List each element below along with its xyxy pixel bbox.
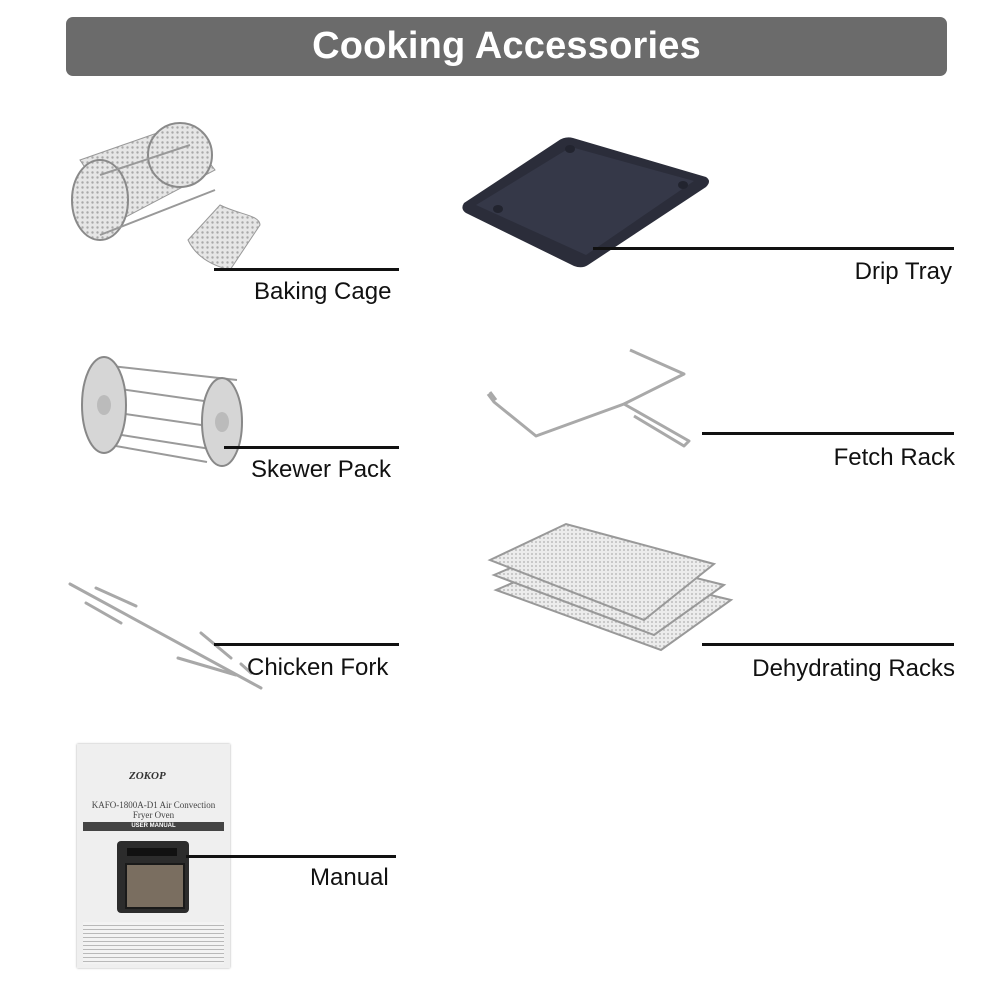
fetch-rack-label: Fetch Rack — [833, 444, 955, 471]
manual-brand-logo: ZOKOP — [129, 770, 166, 782]
drip-tray-label: Drip Tray — [854, 258, 952, 285]
baking-cage-image — [70, 115, 270, 285]
baking-cage-label: Baking Cage — [254, 278, 392, 305]
chicken-fork-image — [66, 578, 266, 693]
manual-title: KAFO-1800A-D1 Air Convection Fryer Oven — [91, 800, 216, 820]
manual-label: Manual — [310, 864, 389, 891]
skewer-pack-leader-line — [224, 446, 399, 449]
fetch-rack-image — [484, 346, 694, 451]
manual-leader-line — [186, 855, 396, 858]
dehydrating-racks-leader-line — [702, 643, 954, 646]
baking-cage-leader-line — [214, 268, 399, 271]
fetch-rack-leader-line — [702, 432, 954, 435]
page-title: Cooking Accessories — [312, 25, 701, 67]
skewer-pack-image — [72, 350, 247, 470]
manual-subtitle: USER MANUAL — [83, 822, 224, 831]
user-manual-image: ZOKOP KAFO-1800A-D1 Air Convection Fryer… — [77, 744, 230, 968]
chicken-fork-leader-line — [214, 643, 399, 646]
manual-oven-photo — [117, 841, 189, 913]
manual-fine-print — [83, 922, 224, 964]
dehydrating-racks-label: Dehydrating Racks — [752, 655, 955, 682]
chicken-fork-label: Chicken Fork — [247, 654, 389, 681]
dehydrating-racks-image — [486, 520, 736, 670]
skewer-pack-label: Skewer Pack — [251, 456, 392, 483]
drip-tray-leader-line — [593, 247, 954, 250]
drip-tray-image — [458, 135, 713, 270]
header-banner: Cooking Accessories — [66, 17, 947, 76]
